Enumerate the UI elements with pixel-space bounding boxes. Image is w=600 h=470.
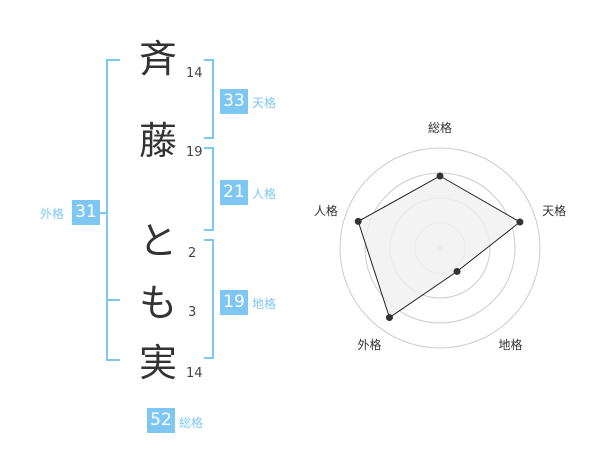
- name-char-4: も: [138, 281, 177, 325]
- radar-axis-label-3: 地格: [499, 337, 523, 352]
- radar-axis-label-5: 人格: [314, 203, 338, 218]
- gaikaku-value: 31: [72, 200, 100, 225]
- radar-point-4: [385, 314, 393, 322]
- radar-axis-label-1: 総格: [428, 120, 452, 135]
- jinkaku-label: 人格: [252, 187, 277, 201]
- radar-axis-label-4: 外格: [357, 337, 381, 352]
- name-char-1: 斉: [138, 37, 177, 81]
- stroke-count-5: 14: [186, 366, 203, 381]
- chikaku-value: 19: [220, 290, 248, 315]
- stroke-count-2: 19: [186, 145, 203, 160]
- soukaku-label: 総格: [179, 416, 204, 430]
- name-char-5: 実: [138, 341, 177, 385]
- radar-point-5: [354, 217, 362, 225]
- tenkaku-label: 天格: [252, 96, 277, 110]
- radar-point-2: [516, 218, 524, 226]
- stroke-count-3: 2: [188, 246, 197, 261]
- soukaku-value: 52: [147, 408, 175, 433]
- name-char-3: と: [138, 219, 177, 263]
- tenkaku-value: 33: [220, 89, 248, 114]
- radar-series-polygon: [357, 175, 521, 319]
- stroke-count-1: 14: [186, 66, 203, 81]
- radar-axis-label-2: 天格: [542, 203, 566, 218]
- name-char-2: 藤: [138, 119, 177, 163]
- gaikaku-label: 外格: [40, 207, 65, 221]
- stroke-count-4: 3: [188, 305, 197, 320]
- chikaku-label: 地格: [252, 297, 277, 311]
- jinkaku-value: 21: [220, 180, 248, 205]
- radar-point-1: [436, 172, 444, 180]
- radar-point-3: [453, 267, 461, 275]
